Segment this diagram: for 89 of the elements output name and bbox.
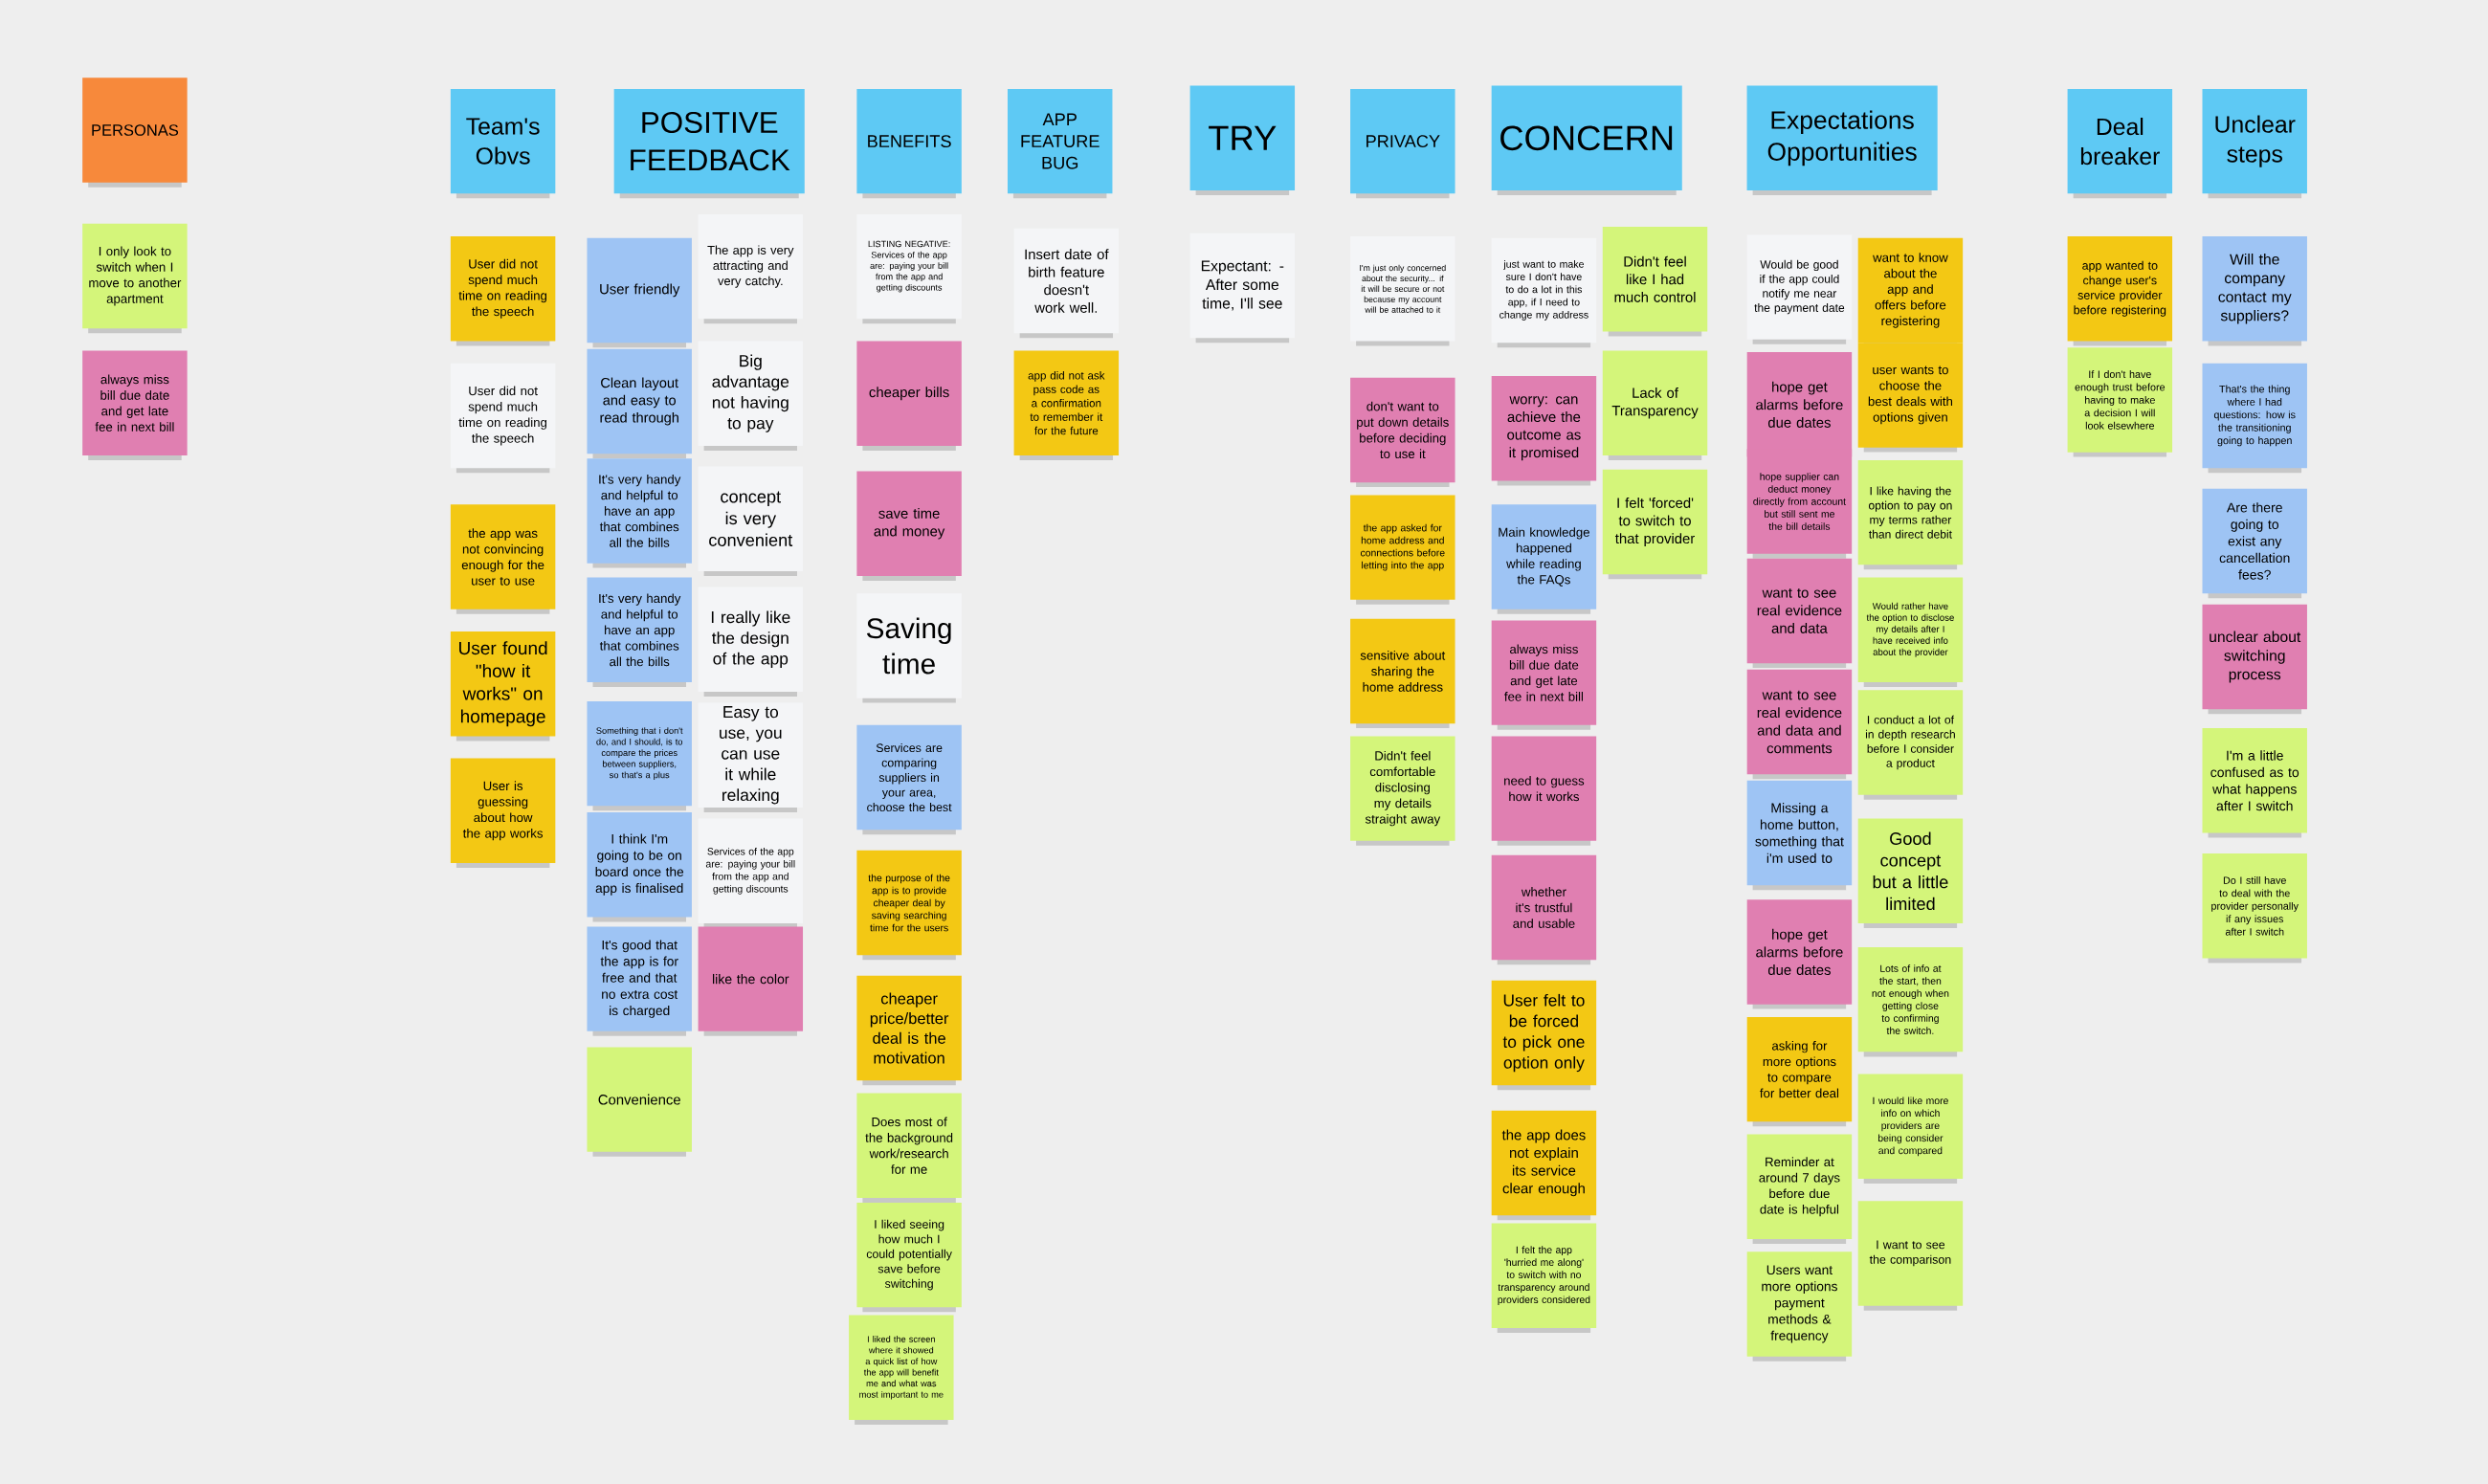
sticky-note: Something that i don't do, and I should, is to compare the prices between suppliers, so that's a plus xyxy=(587,700,692,811)
sticky-note: I think I'm going to be on board once the app is finalised xyxy=(587,812,692,922)
sticky-note: want to see real evidence and data and comments xyxy=(1746,669,1853,780)
sticky-note: Didn't feel comfortable disclosing my details straight away xyxy=(1350,736,1455,846)
sticky-note: don't want to put down details before deciding to use it xyxy=(1350,377,1455,488)
category-header: Deal breaker xyxy=(2067,88,2173,199)
sticky-note: I like having the option to pay on my terms rather than direct debit xyxy=(1857,459,1964,570)
sticky-note: If I don't have enough trust before having to make a decision I will look elsewhere xyxy=(2067,347,2173,457)
sticky-note: the app does not explain its service clear enough xyxy=(1491,1110,1597,1221)
sticky-note: Would rather have the option to disclose my details after I have received info about the provider xyxy=(1857,577,1964,687)
sticky-note: That's the thing where I had questions: how is the transitioning going to happen xyxy=(2202,363,2307,474)
sticky-note: need to guess how it works xyxy=(1491,736,1597,846)
sticky-note: app did not ask pass code as a confirmation to remember it for the future xyxy=(1013,350,1120,460)
sticky-note: user wants to choose the best deals with options given xyxy=(1857,343,1964,453)
sticky-note: concept is very convenient xyxy=(698,466,804,576)
sticky-note: Users want more options payment methods & frequency xyxy=(1746,1251,1853,1362)
sticky-note: sensitive about sharing the home address xyxy=(1350,618,1455,729)
sticky-note: cheaper bills xyxy=(856,341,962,451)
sticky-note: worry: can achieve the outcome as it promised xyxy=(1491,376,1597,486)
sticky-note: Services are comparing suppliers in your area, choose the best xyxy=(856,724,962,835)
sticky-note: I liked seeing how much I could potentially save before switching xyxy=(856,1202,962,1313)
sticky-note: It's good that the app is for free and that no extra cost is charged xyxy=(587,926,692,1036)
sticky-note: It's very handy and helpful to have an app that combines all the bills xyxy=(587,458,692,568)
category-header: CONCERN xyxy=(1491,85,1682,195)
sticky-note: It's very handy and helpful to have an app that combines all the bills xyxy=(587,577,692,687)
sticky-note: Do I still have to deal with the provider personally if any issues after I switch xyxy=(2202,853,2307,963)
sticky-note: save time and money xyxy=(856,471,962,581)
sticky-note: Would be good if the app could notify me near the payment date xyxy=(1746,234,1853,344)
sticky-note: Good concept but a little limited xyxy=(1857,818,1964,929)
sticky-note: hope get alarms before due dates xyxy=(1746,899,1853,1009)
sticky-note: Are there going to exist any cancellation fees? xyxy=(2202,488,2307,599)
sticky-note: I would like more info on which providers are being consider and compared xyxy=(1857,1074,1964,1184)
sticky-note: User found "how it works" on homepage xyxy=(450,631,556,742)
sticky-note: like the color xyxy=(698,926,804,1036)
sticky-note: the app was not convincing enough for the user to use xyxy=(450,504,556,614)
sticky-note: Saving time xyxy=(856,593,962,703)
category-header: APP FEATURE BUG xyxy=(1008,88,1113,199)
sticky-note: User is guessing about how the app works xyxy=(450,758,556,868)
sticky-note: cheaper price/better deal is the motivation xyxy=(856,975,962,1086)
sticky-note: Does most of the background work/research for me xyxy=(856,1093,962,1203)
sticky-note: I'm a little confused as to what happens after I switch xyxy=(2202,728,2307,838)
category-header: POSITIVE FEEDBACK xyxy=(613,88,805,199)
sticky-note: Lots of info at the start, then not enough when getting close to confirming the switch. xyxy=(1857,946,1964,1057)
sticky-note: Insert date of birth feature doesn't work well. xyxy=(1013,228,1120,339)
sticky-note: User did not spend much time on reading the speech xyxy=(450,363,556,474)
sticky-note: Main knowledge happened while reading the FAQs xyxy=(1491,504,1597,614)
sticky-note: asking for more options to compare for better deal xyxy=(1746,1016,1853,1127)
sticky-note: The app is very attracting and very catchy. xyxy=(698,213,804,324)
sticky-note: Expectant: - After some time, I'll see xyxy=(1189,233,1296,343)
sticky-note: Will the company contact my suppliers? xyxy=(2202,236,2307,346)
sticky-note: Clean layout and easy to read through xyxy=(587,348,692,459)
sticky-note: unclear about switching process xyxy=(2202,604,2307,715)
sticky-note: the app asked for home address and connections before letting into the app xyxy=(1350,495,1455,605)
sticky-note: Services of the app are: paying your bill from the app and getting discounts xyxy=(698,818,804,929)
sticky-note: I only look to switch when I move to another apartment xyxy=(82,223,188,334)
sticky-note: Easy to use, you can use it while relaxing xyxy=(698,702,804,812)
sticky-note: User did not spend much time on reading the speech xyxy=(450,236,556,346)
sticky-note: just want to make sure I don't have to do a lot in this app, if I need to change my address xyxy=(1491,237,1597,348)
category-header: Unclear steps xyxy=(2202,88,2307,199)
sticky-note: always miss bill due date and get late fee in next bill xyxy=(82,350,188,460)
sticky-note: I want to see the comparison xyxy=(1857,1201,1964,1311)
sticky-note: Convenience xyxy=(587,1047,692,1157)
category-header: BENEFITS xyxy=(856,88,962,199)
sticky-note: Reminder at around 7 days before due date is helpful xyxy=(1746,1134,1853,1244)
sticky-note: whether it's trustful and usable xyxy=(1491,854,1597,965)
sticky-note: Missing a home button, something that i'm used to xyxy=(1746,780,1853,891)
category-header: TRY xyxy=(1189,85,1296,195)
sticky-note: hope supplier can deduct money directly from account but still sent me the bill details xyxy=(1746,449,1853,559)
sticky-note: I felt 'forced' to switch to that provider xyxy=(1602,469,1708,580)
sticky-note: Lack of Transparency xyxy=(1602,350,1708,460)
sticky-note: User friendly xyxy=(587,237,692,348)
sticky-note: the purpose of the app is to provide cheaper deal by saving searching time for the users xyxy=(856,850,962,961)
category-header: Team's Obvs xyxy=(450,88,556,199)
sticky-note: want to see real evidence and data xyxy=(1746,558,1853,669)
sticky-note: always miss bill due date and get late fee in next bill xyxy=(1491,620,1597,730)
sticky-note: User felt to be forced to pick one option only xyxy=(1491,980,1597,1091)
category-header: PERSONAS xyxy=(82,78,188,188)
sticky-note: want to know about the app and offers before registering xyxy=(1857,237,1964,348)
sticky-note: app wanted to change user's service provider before registering xyxy=(2067,236,2173,346)
sticky-note: I conduct a lot of in depth research before I consider a product xyxy=(1857,690,1964,800)
category-header: Expectations Opportunities xyxy=(1746,85,1938,195)
sticky-note: LISTING NEGATIVE: Services of the app are: paying your bill from the app and getting discounts xyxy=(856,213,962,324)
sticky-note: Big advantage not having to pay xyxy=(698,341,804,451)
sticky-note: Didn't feel like I had much control xyxy=(1602,227,1708,337)
sticky-note: I really like the design of the app xyxy=(698,587,804,697)
category-header: PRIVACY xyxy=(1350,88,1455,199)
sticky-note: I'm just only concerned about the security... if it will be secure or not because my account will be attached to it xyxy=(1350,236,1455,346)
sticky-note: I liked the screen where it showed a quick list of how the app will benefit me and what was most important to me xyxy=(849,1315,954,1426)
sticky-note: I felt the app 'hurried me along' to switch with no transparency around providers considered xyxy=(1491,1223,1597,1333)
